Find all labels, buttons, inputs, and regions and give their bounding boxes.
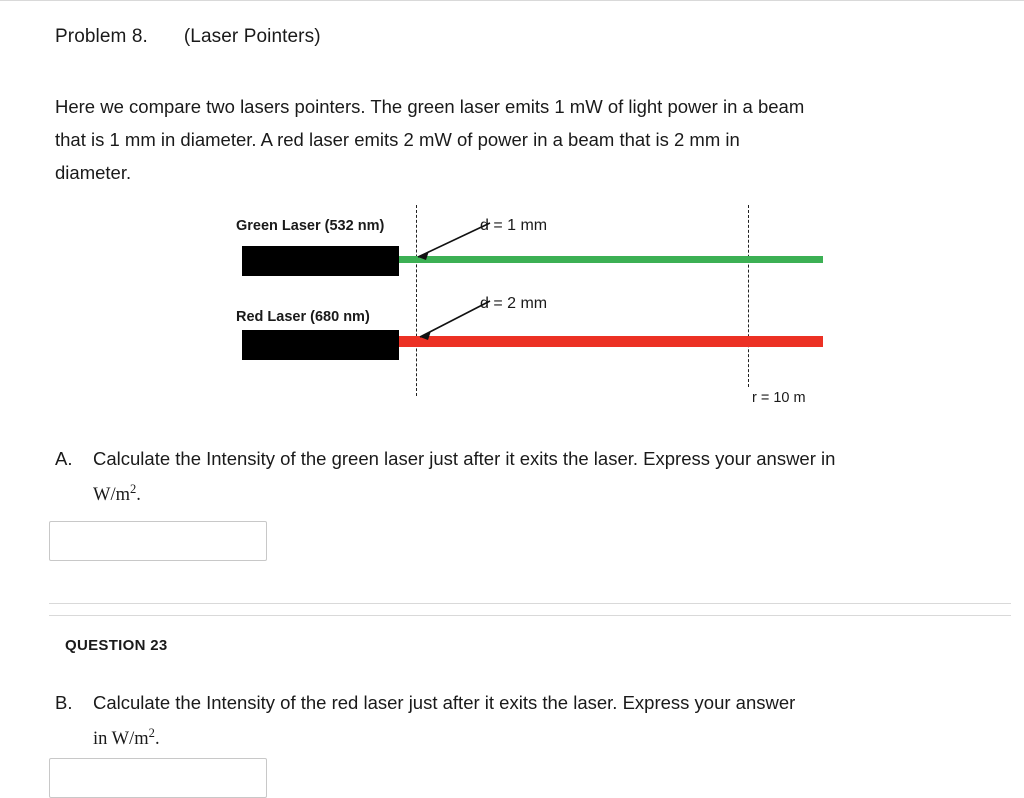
question-b-line2-sup: 2 xyxy=(148,726,155,740)
green-laser-body xyxy=(242,246,399,276)
answer-input-a[interactable] xyxy=(49,521,267,561)
red-laser-label: Red Laser (680 nm) xyxy=(236,309,370,325)
question-b-line2-post: . xyxy=(154,729,160,750)
green-diameter-label: d = 1 mm xyxy=(480,217,548,234)
problem-intro: Here we compare two lasers pointers. The… xyxy=(55,90,995,189)
aperture-dashed-line xyxy=(416,205,417,396)
question-a-line2-pre: W/m xyxy=(93,485,130,506)
question-b-line1: Calculate the Intensity of the red laser… xyxy=(93,692,796,713)
problem-subtitle: (Laser Pointers) xyxy=(183,26,321,47)
intro-line-1: Here we compare two lasers pointers. The… xyxy=(55,96,805,117)
question-a-line2-post: . xyxy=(136,485,141,506)
problem-heading: Problem 8. (Laser Pointers) xyxy=(55,26,321,48)
question-header: QUESTION 23 xyxy=(65,637,168,654)
question-a-line1: Calculate the Intensity of the green las… xyxy=(93,448,836,469)
section-divider-top xyxy=(49,603,1011,604)
section-divider-bottom xyxy=(49,615,1011,616)
green-laser-beam xyxy=(399,256,823,263)
laser-diagram: Green Laser (532 nm) Red Laser (680 nm) … xyxy=(230,205,850,410)
intro-line-2: that is 1 mm in diameter. A red laser em… xyxy=(55,129,740,150)
top-divider xyxy=(0,0,1024,1)
answer-input-b[interactable] xyxy=(49,758,267,798)
question-a-body: Calculate the Intensity of the green las… xyxy=(93,444,1010,510)
red-diameter-label: d = 2 mm xyxy=(480,295,548,312)
green-laser-label: Green Laser (532 nm) xyxy=(236,218,385,234)
question-a-letter: A. xyxy=(55,448,73,469)
question-b-letter: B. xyxy=(55,692,73,713)
problem-label: Problem 8. xyxy=(55,26,148,47)
question-a-line2-sup: 2 xyxy=(130,482,137,496)
question-b-line2-pre: in W/m xyxy=(93,729,149,750)
question-b: B. Calculate the Intensity of the red la… xyxy=(55,688,1010,754)
red-laser-body xyxy=(242,330,399,360)
intro-line-3: diameter. xyxy=(55,162,132,183)
green-diameter-arrow xyxy=(417,222,491,260)
red-laser-beam xyxy=(399,336,823,347)
question-a: A. Calculate the Intensity of the green … xyxy=(55,444,1010,510)
distance-label: r = 10 m xyxy=(752,390,806,406)
target-dashed-line xyxy=(748,205,749,387)
red-diameter-arrow xyxy=(419,300,491,340)
question-b-body: Calculate the Intensity of the red laser… xyxy=(93,688,1010,754)
